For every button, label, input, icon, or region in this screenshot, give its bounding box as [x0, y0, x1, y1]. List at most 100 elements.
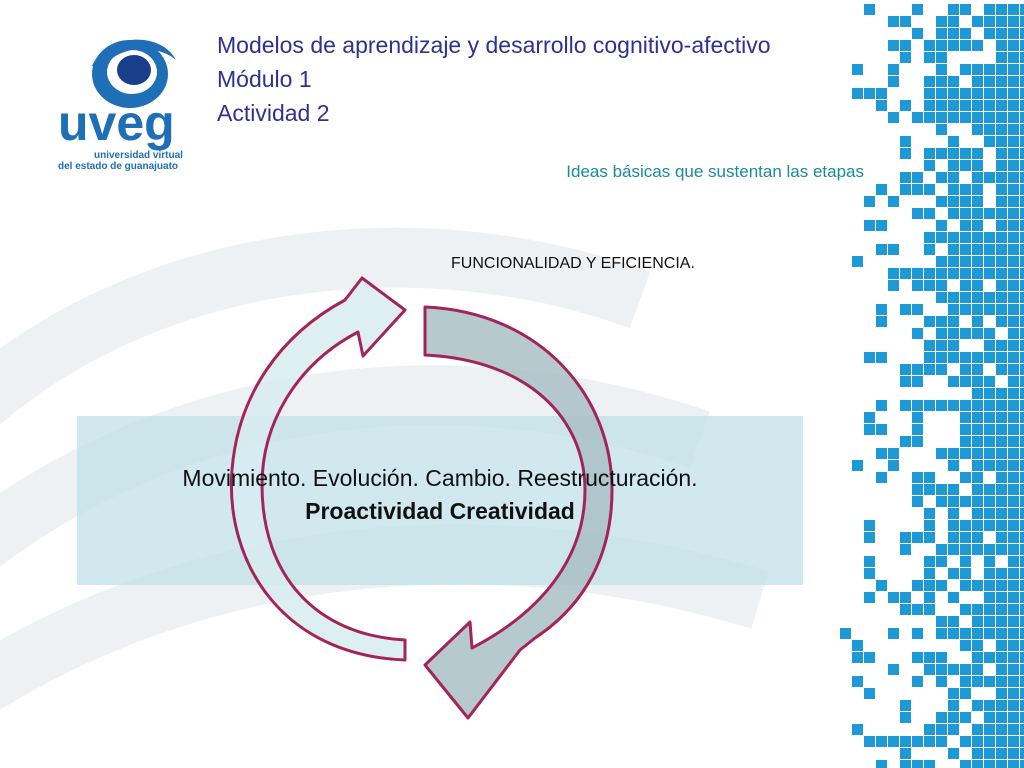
pixel-square [1020, 292, 1024, 303]
pixel-square [972, 112, 983, 123]
pixel-square [1008, 664, 1019, 675]
pixel-square [948, 184, 959, 195]
pixel-square [1008, 436, 1019, 447]
pixel-square [876, 244, 887, 255]
pixel-square [1020, 664, 1024, 675]
pixel-square [864, 196, 875, 207]
pixel-square [996, 700, 1007, 711]
activity-label: Actividad 2 [217, 100, 330, 126]
pixel-square [972, 256, 983, 267]
pixel-square [1008, 232, 1019, 243]
pixel-square [1020, 640, 1024, 651]
pixel-square [912, 604, 923, 615]
pixel-square [972, 460, 983, 471]
pixel-square [1020, 448, 1024, 459]
pixel-square [864, 592, 875, 603]
pixel-square [1008, 304, 1019, 315]
pixel-square [924, 40, 935, 51]
pixel-square [996, 208, 1007, 219]
pixel-square [948, 544, 959, 555]
pixel-square [996, 184, 1007, 195]
pixel-square [852, 64, 863, 75]
pixel-square [984, 100, 995, 111]
pixel-square [864, 688, 875, 699]
pixel-square [936, 124, 947, 135]
pixel-square [960, 364, 971, 375]
pixel-square [1020, 508, 1024, 519]
pixel-square [972, 124, 983, 135]
pixel-square [936, 16, 947, 27]
pixel-square [984, 232, 995, 243]
pixel-square [1008, 424, 1019, 435]
pixel-square [972, 172, 983, 183]
pixel-square [960, 220, 971, 231]
pixel-square [936, 112, 947, 123]
pixel-square [960, 760, 971, 768]
pixel-square [924, 280, 935, 291]
pixel-square [996, 256, 1007, 267]
pixel-square [1020, 220, 1024, 231]
pixel-square [936, 220, 947, 231]
pixel-square [948, 256, 959, 267]
pixel-square [936, 196, 947, 207]
pixel-square [996, 40, 1007, 51]
pixel-square [876, 580, 887, 591]
pixel-square [852, 256, 863, 267]
pixel-square [900, 184, 911, 195]
pixel-square [996, 688, 1007, 699]
pixel-square [996, 628, 1007, 639]
pixel-square [960, 196, 971, 207]
pixel-square [984, 520, 995, 531]
pixel-square [1020, 484, 1024, 495]
pixel-square [1020, 280, 1024, 291]
uveg-logo: uveg universidad virtual del estado de g… [50, 26, 220, 176]
pixel-square [960, 676, 971, 687]
pixel-square [1020, 256, 1024, 267]
pixel-square [972, 328, 983, 339]
pixel-square [936, 616, 947, 627]
pixel-square [996, 340, 1007, 351]
pixel-square [912, 532, 923, 543]
pixel-square [960, 688, 971, 699]
pixel-square [1008, 496, 1019, 507]
pixel-square [948, 508, 959, 519]
pixel-square [1008, 328, 1019, 339]
pixel-square [972, 220, 983, 231]
pixel-square [948, 376, 959, 387]
pixel-square [984, 112, 995, 123]
pixel-square [1020, 76, 1024, 87]
pixel-square [924, 364, 935, 375]
pixel-square [1020, 304, 1024, 315]
pixel-square [960, 568, 971, 579]
pixel-square [1020, 352, 1024, 363]
pixel-square [1020, 424, 1024, 435]
pixel-square [1020, 184, 1024, 195]
pixel-square [1020, 100, 1024, 111]
pixel-square [1008, 760, 1019, 768]
pixel-square [984, 736, 995, 747]
pixel-square [1020, 376, 1024, 387]
pixel-square [1020, 472, 1024, 483]
pixel-square [924, 184, 935, 195]
pixel-square [972, 412, 983, 423]
pixel-square [912, 736, 923, 747]
pixel-square [936, 88, 947, 99]
pixel-square [912, 268, 923, 279]
pixel-square [900, 268, 911, 279]
pixel-square [972, 652, 983, 663]
pixel-square [996, 244, 1007, 255]
pixel-square [924, 568, 935, 579]
pixel-square [912, 652, 923, 663]
pixel-square [936, 316, 947, 327]
pixel-square [1008, 400, 1019, 411]
pixel-square [960, 148, 971, 159]
pixel-square [984, 460, 995, 471]
pixel-square [972, 484, 983, 495]
pixel-square [1008, 412, 1019, 423]
pixel-square [972, 64, 983, 75]
pixel-square [924, 532, 935, 543]
pixel-square [900, 52, 911, 63]
pixel-square [1008, 652, 1019, 663]
pixel-square [1008, 40, 1019, 51]
center-line-2: Proactividad Creatividad [305, 498, 575, 524]
